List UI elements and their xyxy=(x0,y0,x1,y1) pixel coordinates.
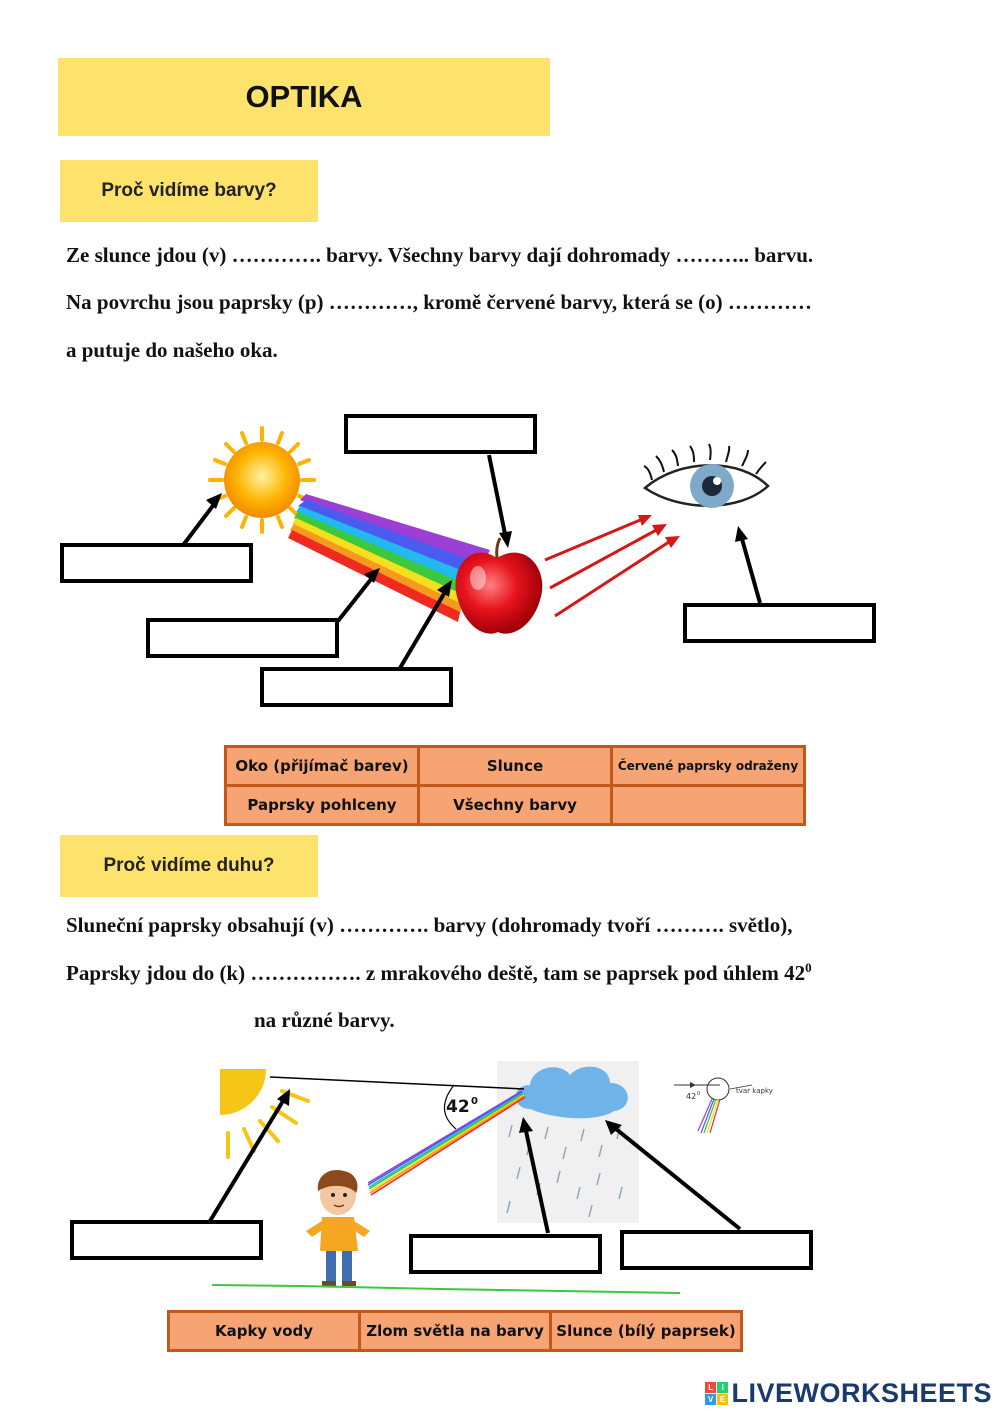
rainbow-beam xyxy=(367,1090,526,1196)
text-line: Ze slunce jdou (v) …………. barvy. Všechny … xyxy=(66,243,814,267)
page-title: OPTIKA xyxy=(58,58,550,136)
svg-text:0: 0 xyxy=(697,1091,700,1097)
rainbow-diagram: 42 0 42 0 tvar kapky xyxy=(208,1061,773,1294)
apple-icon xyxy=(455,537,543,634)
logo-mark-letter: V xyxy=(705,1394,717,1405)
text-line-content: Paprsky jdou do (k) ……………. z mrakového d… xyxy=(66,961,806,985)
text-line: na různé barvy. xyxy=(254,1008,395,1032)
word-bank-item[interactable]: Červené paprsky odraženy xyxy=(610,745,806,787)
answer-box-light-refraction[interactable] xyxy=(620,1230,813,1270)
word-bank-item[interactable]: Všechny barvy xyxy=(417,784,613,826)
svg-text:42: 42 xyxy=(446,1097,470,1117)
answer-box-water-drops[interactable] xyxy=(409,1234,602,1274)
angle-degree: 0 xyxy=(471,1096,478,1107)
answer-box-all-colors[interactable] xyxy=(344,414,537,454)
inset-label: tvar kapky xyxy=(736,1087,773,1095)
word-bank-item[interactable]: Slunce (bílý paprsek) xyxy=(549,1310,743,1352)
cloud-icon xyxy=(515,1066,628,1119)
answer-box-sun[interactable] xyxy=(60,543,253,583)
word-bank-item[interactable]: Zlom světla na barvy xyxy=(358,1310,552,1352)
word-bank-item[interactable]: Slunce xyxy=(417,745,613,787)
raindrop-inset: 42 0 tvar kapky xyxy=(674,1077,773,1134)
logo-mark-letter: E xyxy=(717,1394,729,1405)
section-heading-colors: Proč vidíme barvy? xyxy=(60,160,318,222)
text-line: Na povrchu jsou paprsky (p) …………, kromě … xyxy=(66,290,812,314)
inset-angle: 42 xyxy=(686,1092,696,1101)
svg-text:42: 42 xyxy=(686,1092,696,1101)
degree-superscript: 0 xyxy=(805,960,812,975)
text-line: a putuje do našeho oka. xyxy=(66,338,278,362)
svg-text:tvar kapky: tvar kapky xyxy=(736,1087,773,1095)
section-heading-rainbow: Proč vidíme duhu? xyxy=(60,835,318,897)
colors-diagram xyxy=(182,426,770,670)
ground-line xyxy=(211,1284,681,1294)
logo-mark: L I V E xyxy=(705,1382,729,1405)
liveworksheets-logo: L I V E LIVEWORKSHEETS xyxy=(705,1378,992,1409)
boy-icon xyxy=(306,1169,370,1286)
logo-text: LIVEWORKSHEETS xyxy=(731,1378,992,1408)
logo-mark-letter: L xyxy=(705,1382,717,1393)
word-bank-item[interactable]: Paprsky pohlceny xyxy=(224,784,420,826)
rainbow-beam xyxy=(288,494,490,622)
answer-box-eye[interactable] xyxy=(683,603,876,643)
answer-box-rays-absorbed[interactable] xyxy=(146,618,339,658)
answer-box-sun-white-ray[interactable] xyxy=(70,1220,263,1260)
svg-text:0: 0 xyxy=(471,1096,478,1107)
text-line: Paprsky jdou do (k) ……………. z mrakového d… xyxy=(66,960,812,986)
eye-icon xyxy=(642,443,770,508)
sun-icon xyxy=(208,426,316,534)
text-line: Sluneční paprsky obsahují (v) …………. barv… xyxy=(66,913,793,937)
red-rays xyxy=(544,516,673,618)
angle-label: 42 xyxy=(446,1097,470,1117)
word-bank-colors: Oko (přijímač barev) Slunce Červené papr… xyxy=(224,745,806,826)
word-bank-rainbow: Kapky vody Zlom světla na barvy Slunce (… xyxy=(167,1310,743,1352)
sun-icon xyxy=(220,1069,310,1159)
word-bank-item[interactable]: Oko (přijímač barev) xyxy=(224,745,420,787)
word-bank-empty-cell xyxy=(610,784,806,826)
word-bank-item[interactable]: Kapky vody xyxy=(167,1310,361,1352)
logo-mark-letter: I xyxy=(717,1382,729,1393)
answer-box-red-reflected[interactable] xyxy=(260,667,453,707)
